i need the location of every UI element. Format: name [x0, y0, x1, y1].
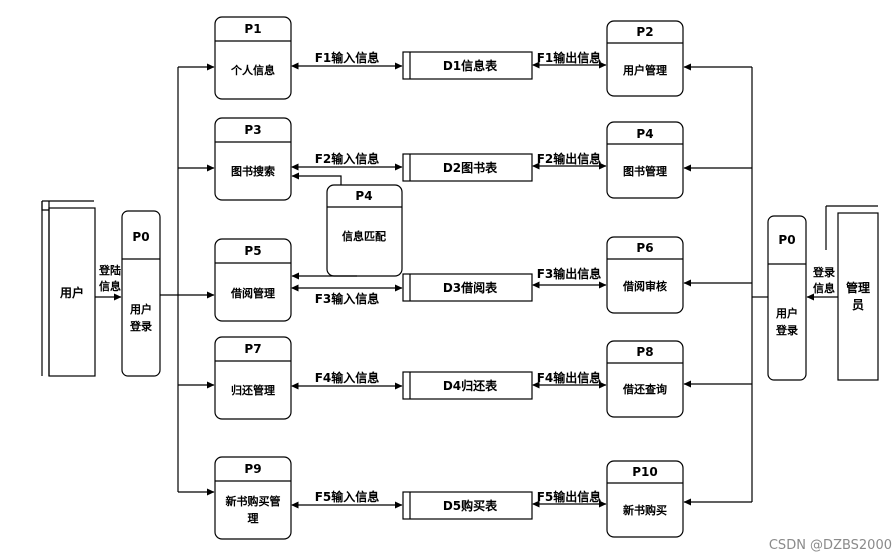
process-p8: P8 借还查询: [606, 340, 684, 418]
left-trunk: [160, 63, 215, 496]
process-p7: P7 归还管理: [214, 336, 292, 420]
login-flow-user-label-2: 信息: [99, 279, 121, 293]
flow-f2-in-label: F2输入信息: [315, 151, 380, 166]
flow-f4-in: F4输入信息: [291, 370, 403, 390]
external-entity-user-label: 用户: [59, 285, 84, 300]
flow-f5-in: F5输入信息: [291, 489, 403, 509]
flow-f5-out: F5输出信息: [532, 489, 607, 508]
p2-label: 用户管理: [623, 63, 667, 77]
flow-f2-out: F2输出信息: [532, 151, 607, 170]
right-trunk: [683, 63, 768, 506]
process-p3: P3 图书搜索: [214, 117, 292, 201]
d2-label: D2图书表: [443, 160, 498, 175]
flow-f4-out-label: F4输出信息: [537, 370, 602, 385]
d1-label: D1信息表: [443, 58, 498, 73]
process-p5: P5 借阅管理: [214, 238, 292, 322]
p8-label: 借还查询: [622, 382, 667, 396]
data-store-d5: D5购买表: [402, 491, 533, 520]
process-info-match: P4 信息匹配: [291, 172, 403, 280]
flow-f5-out-label: F5输出信息: [537, 489, 602, 504]
d5-label: D5购买表: [443, 498, 498, 513]
flow-f4-in-label: F4输入信息: [315, 370, 380, 385]
process-p2: P2 用户管理: [606, 20, 684, 97]
p7-id: P7: [244, 342, 261, 356]
p3-label: 图书搜索: [231, 164, 275, 178]
external-entity-user: 用户: [41, 200, 96, 377]
d4-label: D4归还表: [443, 378, 498, 393]
process-p4: P4 图书管理: [606, 121, 684, 199]
info-match-id: P4: [355, 189, 372, 203]
p0-right-label-2: 登录: [775, 323, 798, 337]
d3-label: D3借阅表: [443, 280, 498, 295]
flow-f1-in: F1输入信息: [291, 50, 403, 70]
flow-f1-out-label: F1输出信息: [537, 50, 602, 65]
p0-left-label-1: 用户: [130, 302, 152, 316]
p6-label: 借阅审核: [622, 279, 667, 293]
p8-id: P8: [636, 345, 653, 359]
process-p6: P6 借阅审核: [606, 236, 684, 314]
p5-id: P5: [244, 244, 261, 258]
flow-f5-in-label: F5输入信息: [315, 489, 380, 504]
p1-id: P1: [244, 22, 261, 36]
p10-id: P10: [632, 465, 658, 479]
flow-f2-out-label: F2输出信息: [537, 151, 602, 166]
flow-f3-out-label: F3输出信息: [537, 266, 602, 281]
process-p0-right: P0 用户 登录: [767, 215, 807, 381]
p9-label-2: 理: [248, 512, 259, 525]
p9-label-1: 新书购买管: [226, 494, 281, 508]
data-store-d1: D1信息表: [402, 51, 533, 80]
external-entity-admin-label-2: 员: [852, 298, 864, 312]
p0-left-id: P0: [132, 230, 149, 244]
login-flow-admin-label-2: 信息: [813, 281, 835, 295]
p0-right-label-1: 用户: [776, 306, 798, 320]
data-store-d2: D2图书表: [402, 153, 533, 182]
flow-f1-in-label: F1输入信息: [315, 50, 380, 65]
p2-id: P2: [636, 25, 653, 39]
external-entity-admin: 管理 员: [825, 205, 879, 381]
process-p1: P1 个人信息: [214, 16, 292, 100]
login-flow-user-label-1: 登陆: [98, 263, 121, 277]
p4-label: 图书管理: [623, 164, 667, 178]
data-store-d3: D3借阅表: [402, 273, 533, 302]
login-flow-user: 登陆 信息: [95, 263, 122, 301]
flow-f3-in-label: F3输入信息: [315, 291, 380, 306]
p9-id: P9: [244, 462, 261, 476]
login-flow-admin-label-1: 登录: [812, 265, 835, 279]
p10-label: 新书购买: [623, 503, 667, 517]
p7-label: 归还管理: [231, 383, 275, 397]
data-store-d4: D4归还表: [402, 371, 533, 400]
flow-f3-in: F3输入信息: [291, 284, 403, 306]
p6-id: P6: [636, 241, 653, 255]
p0-left-label-2: 登录: [129, 319, 152, 333]
flow-f4-out: F4输出信息: [532, 370, 607, 389]
process-p9: P9 新书购买管 理: [214, 456, 292, 540]
flow-f2-in: F2输入信息: [291, 151, 403, 171]
process-p0-left: P0 用户 登录: [121, 210, 161, 377]
process-p10: P10 新书购买: [606, 460, 684, 538]
p1-label: 个人信息: [230, 63, 275, 77]
watermark: CSDN @DZBS2000: [769, 538, 892, 553]
login-flow-admin: 登录 信息: [806, 265, 838, 301]
p3-id: P3: [244, 123, 261, 137]
flow-f1-out: F1输出信息: [532, 50, 607, 69]
info-match-label: 信息匹配: [342, 229, 386, 243]
p0-right-id: P0: [778, 233, 795, 247]
p4-id: P4: [636, 127, 653, 141]
p5-label: 借阅管理: [230, 286, 275, 300]
flow-f3-out: F3输出信息: [532, 266, 607, 289]
external-entity-admin-label-1: 管理: [846, 280, 870, 295]
